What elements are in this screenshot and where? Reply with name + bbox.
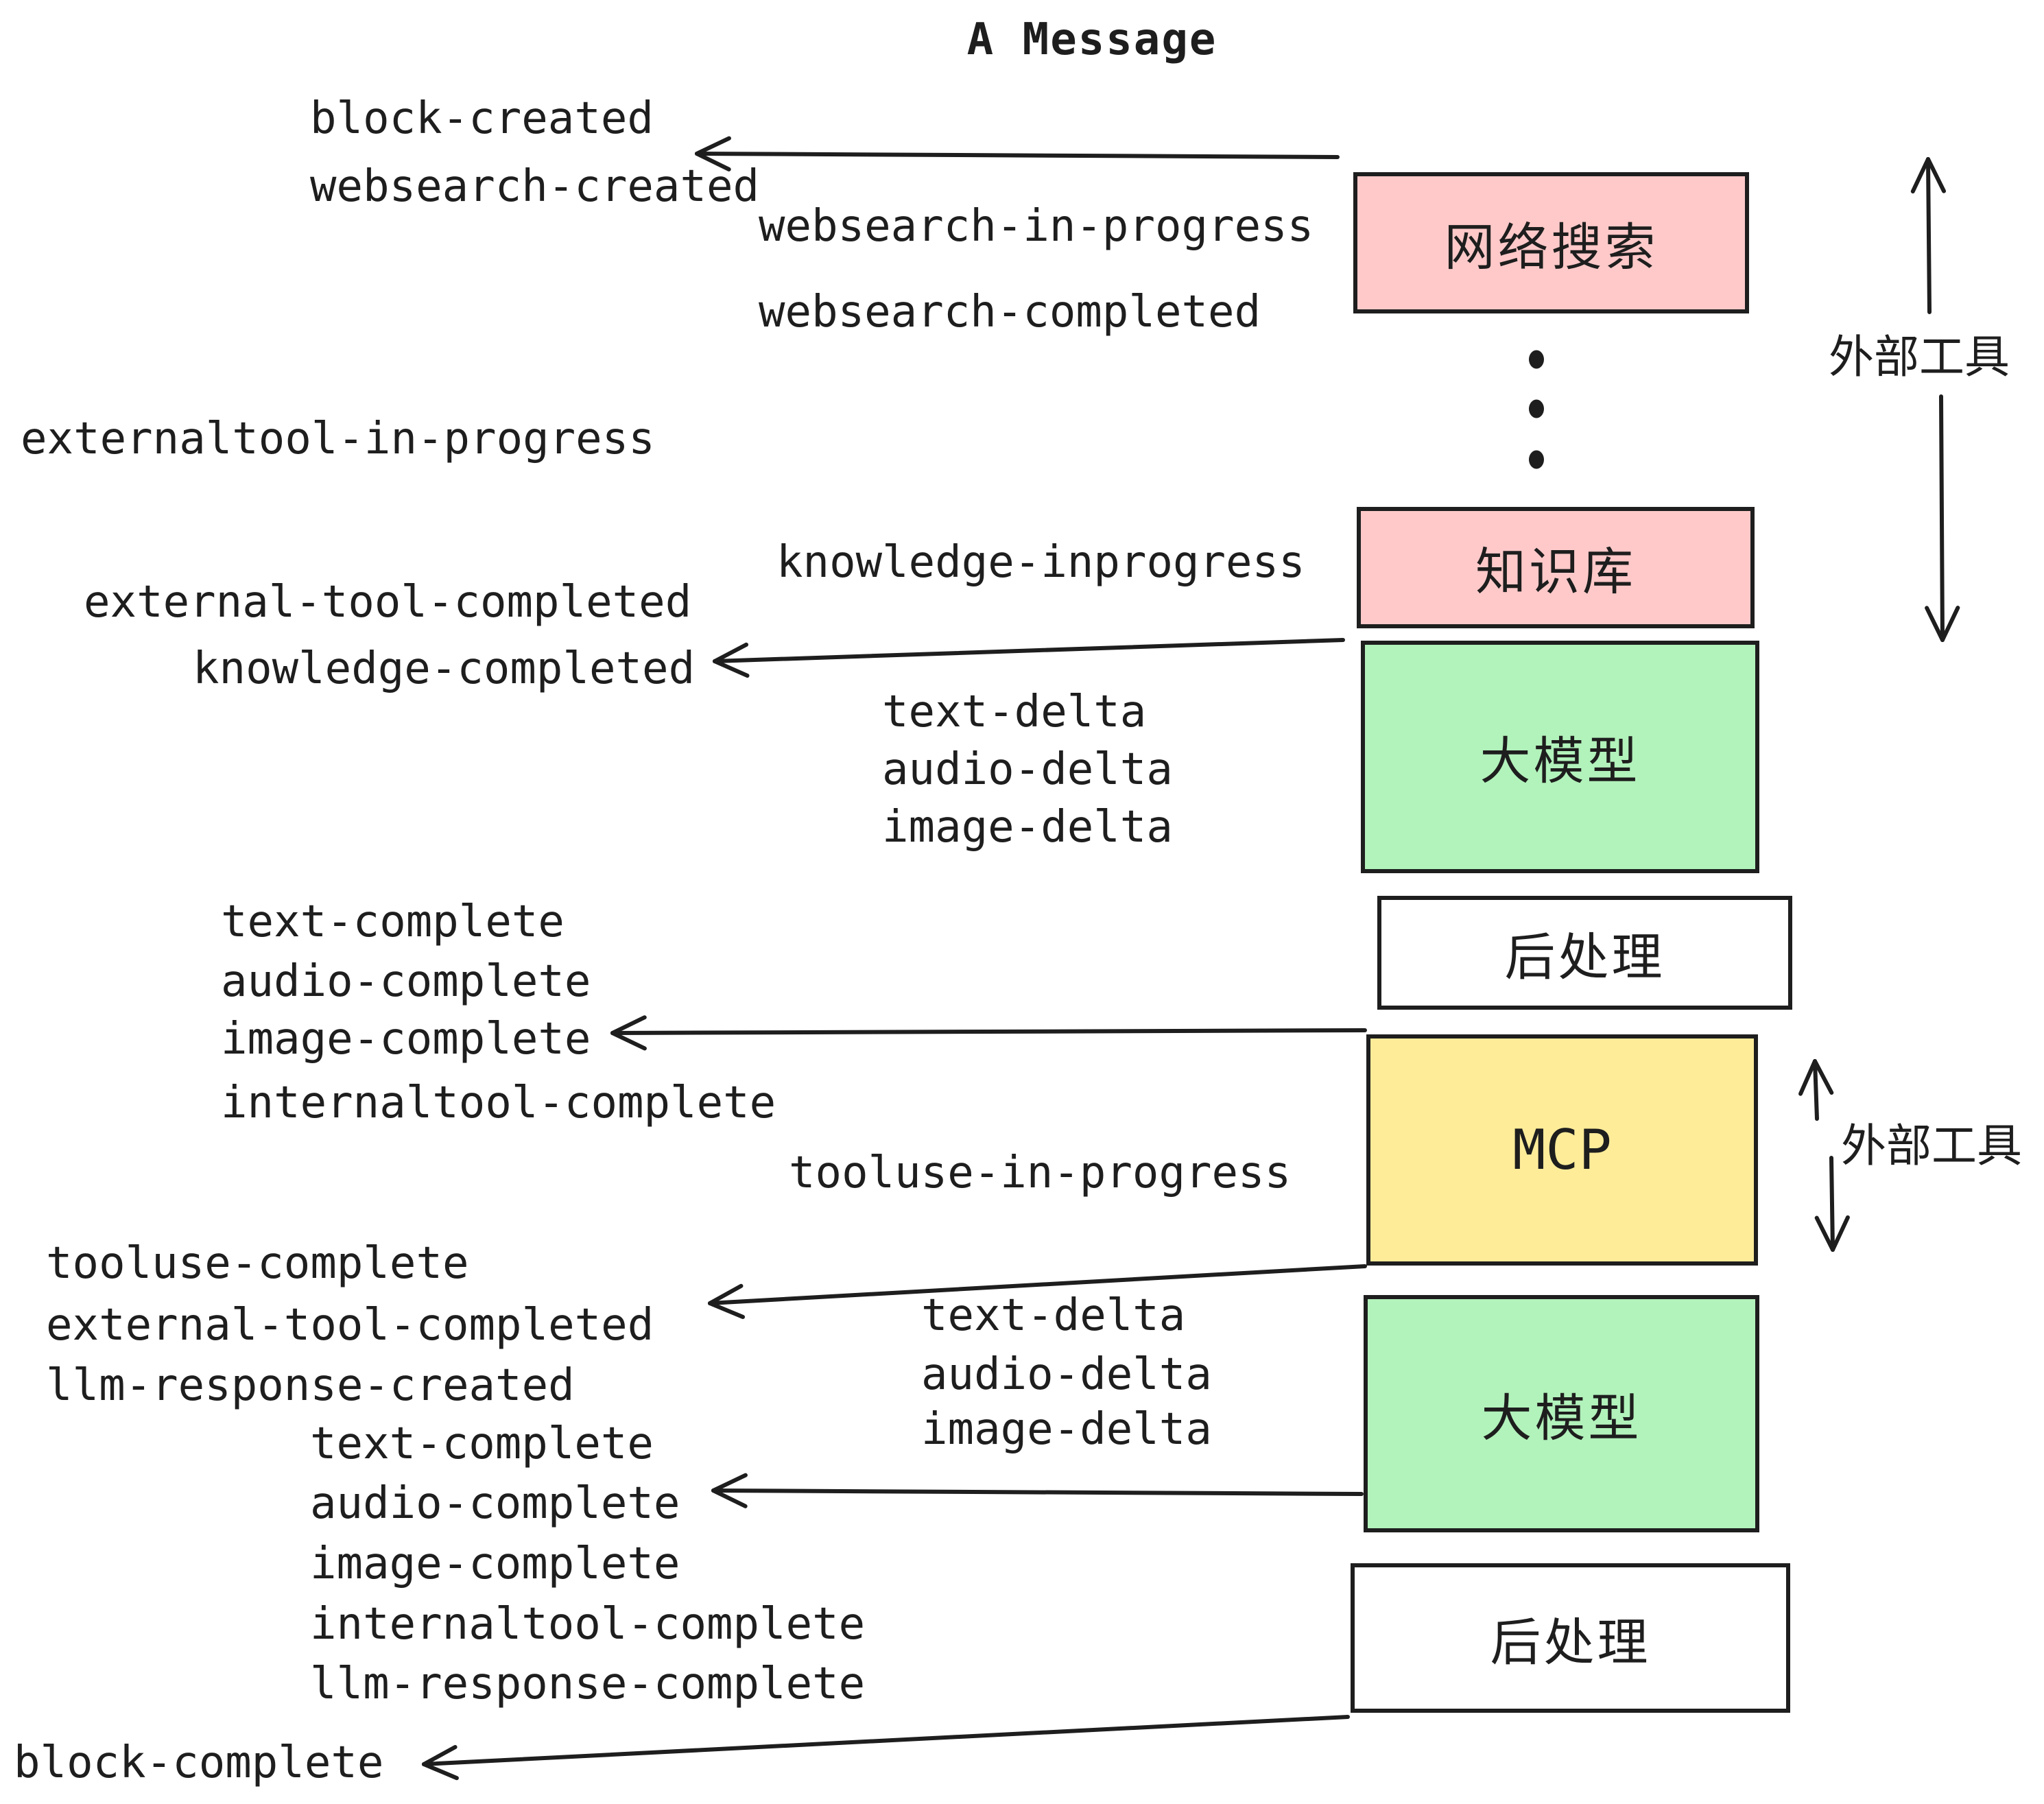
knowledge-box-label: 知识库 — [1475, 543, 1636, 602]
event-label-image-complete-24: image-complete — [310, 1539, 680, 1589]
llm-box-2-label: 大模型 — [1481, 1388, 1642, 1448]
event-label-audio-delta-9: audio-delta — [882, 744, 1173, 795]
event-label-externaltool-in-progress-4: externaltool-in-progress — [21, 414, 655, 464]
event-label-text-delta-8: text-delta — [882, 687, 1147, 737]
diagram-title: A Message — [966, 14, 1217, 65]
llm-box-1-label: 大模型 — [1479, 732, 1641, 791]
event-label-internaltool-complete-14: internaltool-complete — [221, 1078, 776, 1128]
external-tools-arrow-up-1 — [1910, 157, 1947, 314]
external-tools-arrow-down-1 — [1925, 394, 1960, 642]
event-label-audio-complete-12: audio-complete — [221, 956, 591, 1007]
event-label-external-tool-completed-17: external-tool-completed — [46, 1300, 654, 1351]
event-label-internaltool-complete-25: internaltool-complete — [310, 1599, 866, 1650]
ellipsis-dot-2 — [1529, 399, 1544, 418]
arrow-to-audio-complete — [711, 1473, 1364, 1508]
event-label-tooluse-complete-16: tooluse-complete — [46, 1238, 469, 1289]
post-process-box-2-label: 后处理 — [1490, 1613, 1651, 1672]
arrow-to-image-complete — [610, 1015, 1367, 1051]
event-label-llm-response-complete-26: llm-response-complete — [310, 1659, 866, 1709]
event-label-image-delta-10: image-delta — [882, 802, 1173, 853]
external-tools-label-1: 外部工具 — [1829, 331, 2010, 383]
event-label-image-complete-13: image-complete — [221, 1014, 591, 1065]
knowledge-box: 知识库 — [1357, 507, 1755, 628]
event-label-block-created-0: block-created — [310, 93, 654, 144]
ellipsis-dot-3 — [1529, 450, 1544, 469]
external-tools-arrow-up-2 — [1798, 1059, 1834, 1121]
arrow-to-block-created — [695, 136, 1340, 171]
event-label-text-complete-22: text-complete — [310, 1419, 654, 1469]
event-label-knowledge-completed-7: knowledge-completed — [193, 643, 696, 694]
arrow-to-knowledge-completed — [713, 638, 1345, 678]
ellipsis-dot-1 — [1529, 350, 1544, 369]
mcp-box: MCP — [1366, 1034, 1758, 1266]
websearch-box: 网络搜索 — [1353, 172, 1749, 313]
post-process-box-1-label: 后处理 — [1504, 927, 1665, 987]
external-tools-label-2: 外部工具 — [1841, 1119, 2022, 1172]
mcp-box-label: MCP — [1512, 1118, 1612, 1182]
websearch-box-label: 网络搜索 — [1444, 217, 1659, 277]
event-label-block-complete-27: block-complete — [14, 1737, 384, 1788]
llm-box-1: 大模型 — [1361, 641, 1759, 873]
event-label-knowledge-inprogress-5: knowledge-inprogress — [776, 537, 1305, 588]
post-process-box-1: 后处理 — [1377, 896, 1792, 1010]
post-process-box-2: 后处理 — [1351, 1563, 1790, 1713]
event-label-image-delta-21: image-delta — [921, 1404, 1212, 1455]
event-label-websearch-in-progress-2: websearch-in-progress — [759, 201, 1314, 252]
event-label-tooluse-in-progress-15: tooluse-in-progress — [789, 1148, 1292, 1198]
event-label-external-tool-completed-6: external-tool-completed — [84, 577, 692, 628]
event-label-websearch-created-1: websearch-created — [310, 161, 760, 212]
arrow-to-external-tool-completed — [708, 1264, 1367, 1319]
event-label-websearch-completed-3: websearch-completed — [759, 287, 1261, 337]
arrow-to-block-complete — [422, 1715, 1350, 1781]
event-label-llm-response-created-18: llm-response-created — [46, 1360, 575, 1411]
event-label-audio-complete-23: audio-complete — [310, 1478, 680, 1529]
external-tools-arrow-down-2 — [1814, 1156, 1850, 1252]
event-label-text-complete-11: text-complete — [221, 897, 565, 947]
event-label-audio-delta-20: audio-delta — [921, 1349, 1212, 1400]
event-label-text-delta-19: text-delta — [921, 1290, 1186, 1341]
llm-box-2: 大模型 — [1364, 1295, 1759, 1532]
